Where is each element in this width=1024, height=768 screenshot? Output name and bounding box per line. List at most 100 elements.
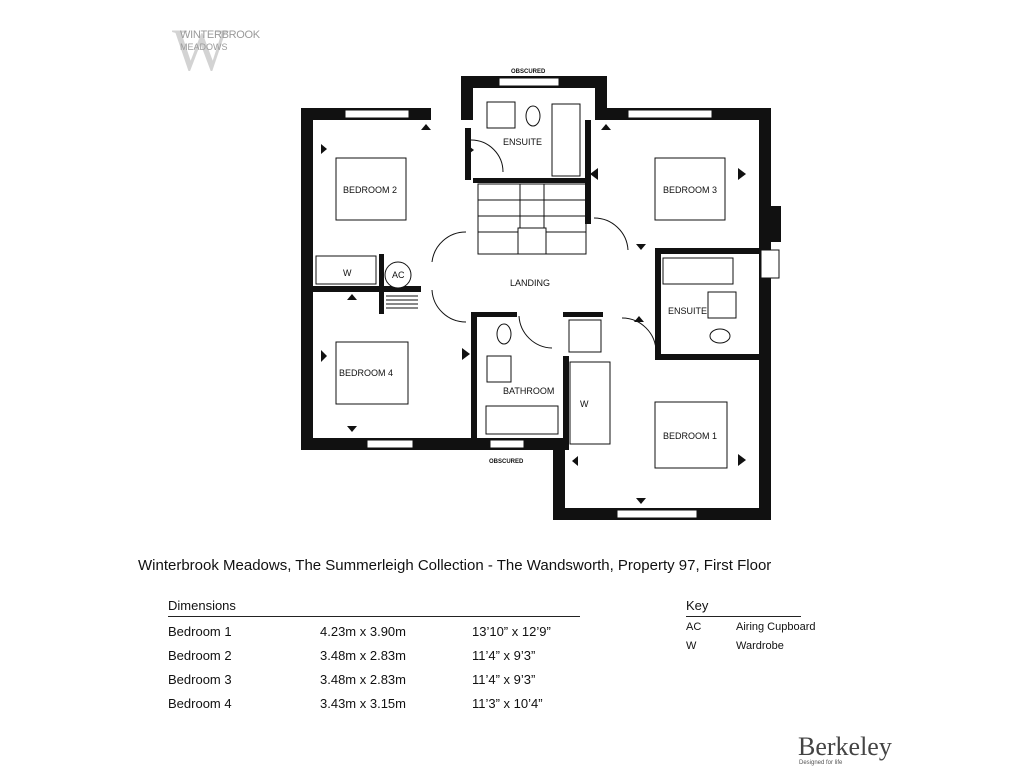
door-arc-bed4 [431, 289, 467, 323]
dim-imperial: 11’3” x 10’4” [472, 696, 543, 711]
wall-ac-west [379, 254, 384, 314]
arrow-bed1-south [636, 498, 646, 504]
key-legend: Key AC Airing Cupboard W Wardrobe [686, 598, 816, 655]
wall-bathroom-west [471, 312, 477, 438]
basin-right-ensuite [707, 291, 737, 319]
arrow-bed2-south [347, 294, 357, 300]
wall-bay-left [553, 440, 565, 520]
dim-imperial: 13’10” x 12’9” [472, 624, 551, 639]
basin-top-ensuite [486, 101, 516, 129]
label-bedroom4: BEDROOM 4 [339, 368, 393, 378]
window-bed1 [616, 509, 698, 519]
wall-south-left [301, 438, 565, 450]
window-bed4 [366, 439, 414, 449]
door-arc-bed2 [431, 231, 467, 263]
bed-bedroom4 [335, 341, 409, 405]
dim-imperial: 11’4” x 9’3” [472, 648, 536, 663]
arrow-bed2-north [421, 124, 431, 130]
dimensions-row: Bedroom 4 3.43m x 3.15m 11’3” x 10’4” [168, 689, 580, 713]
arrow-bed3-east [738, 168, 746, 180]
dimensions-row: Bedroom 2 3.48m x 2.83m 11’4” x 9’3” [168, 641, 580, 665]
window-bed3 [627, 109, 713, 119]
arrow-bed1-east [738, 454, 746, 466]
dimensions-table: Dimensions Bedroom 1 4.23m x 3.90m 13’10… [168, 598, 580, 713]
wall-bed3-south [655, 248, 759, 254]
wall-east [759, 108, 771, 520]
wall-ensuite-left [461, 76, 473, 120]
wall-bathroom-east [563, 356, 569, 450]
logo-text: WINTERBROOK [180, 29, 260, 41]
arrow-bed2-west [321, 144, 327, 154]
key-row: AC Airing Cupboard [686, 617, 816, 636]
window-ensuite-obscured [498, 77, 560, 87]
chimney-box [759, 206, 781, 242]
label-ensuite-right: ENSUITE [668, 306, 707, 316]
label-wardrobe-center: W [580, 399, 589, 409]
bed-bedroom2 [335, 157, 407, 221]
key-meaning: Airing Cupboard [736, 621, 816, 633]
basin-main-bathroom [486, 355, 512, 383]
staircase [477, 183, 587, 255]
toilet-top-ensuite [525, 105, 541, 127]
key-meaning: Wardrobe [736, 640, 784, 652]
bed-bedroom1 [654, 401, 728, 469]
airing-cupboard-slats [386, 295, 418, 309]
dim-metric: 4.23m x 3.90m [320, 624, 406, 639]
arrow-bed2-east [466, 144, 474, 156]
label-bathroom: BATHROOM [503, 386, 554, 396]
label-ac: AC [392, 270, 405, 280]
door-arc-bathroom [518, 315, 553, 349]
window-bathroom-obscured [489, 439, 525, 449]
floor-plan: BEDROOM 2 BEDROOM 3 BEDROOM 4 BEDROOM 1 … [301, 69, 781, 520]
wall-bed3-west [585, 120, 591, 224]
airing-unit [568, 319, 602, 353]
shower-top-ensuite [551, 103, 581, 177]
dim-room: Bedroom 3 [168, 672, 232, 687]
development-logo: W WINTERBROOK MEADOWS [170, 6, 270, 80]
label-bedroom3: BEDROOM 3 [663, 185, 717, 195]
arrow-bed4-south [347, 426, 357, 432]
wall-west [301, 108, 313, 450]
arrow-bed3-west [590, 168, 598, 180]
label-wardrobe-left: W [343, 268, 352, 278]
window-ensuite-right [760, 249, 780, 279]
key-abbr: AC [686, 621, 702, 633]
key-row: W Wardrobe [686, 636, 801, 655]
bed-bedroom3 [654, 157, 726, 221]
brand-logo: Berkeley [798, 732, 892, 761]
logo-subtext: MEADOWS [180, 42, 228, 52]
wardrobe-center-outline [569, 361, 611, 445]
key-heading: Key [686, 598, 801, 617]
ac-circle [384, 261, 412, 289]
window-bed2 [344, 109, 410, 119]
wall-bathroom-top [471, 312, 517, 317]
label-bedroom1: BEDROOM 1 [663, 431, 717, 441]
label-landing: LANDING [510, 278, 550, 288]
dim-room: Bedroom 1 [168, 624, 232, 639]
label-obscured-bottom: OBSCURED [489, 459, 524, 465]
dim-metric: 3.48m x 2.83m [320, 648, 406, 663]
dim-metric: 3.48m x 2.83m [320, 672, 406, 687]
wall-bed2-bed4 [313, 286, 421, 292]
plan-title: Winterbrook Meadows, The Summerleigh Col… [138, 557, 772, 574]
arrow-bed1-west [572, 456, 578, 466]
dim-room: Bedroom 2 [168, 648, 232, 663]
key-abbr: W [686, 640, 697, 652]
door-arc-ensuite [470, 139, 504, 173]
bath-right-ensuite [662, 257, 734, 285]
label-ensuite-top: ENSUITE [503, 137, 542, 147]
dim-metric: 3.43m x 3.15m [320, 696, 406, 711]
arrow-bed4-west [321, 350, 327, 362]
arrow-bed3-south [636, 244, 646, 250]
door-arc-bed3 [593, 217, 629, 251]
dimensions-heading: Dimensions [168, 598, 580, 617]
wall-airing-top [563, 312, 603, 317]
logo-letter: W [172, 17, 229, 83]
label-obscured-top: OBSCURED [511, 69, 546, 75]
arrow-bed3-north [601, 124, 611, 130]
wall-ensuite-right-south [661, 354, 759, 360]
wall-ensuite-right-west [655, 248, 661, 360]
arrow-bed1-north [634, 316, 644, 322]
wall-stairs-top [473, 178, 589, 183]
dim-room: Bedroom 4 [168, 696, 232, 711]
